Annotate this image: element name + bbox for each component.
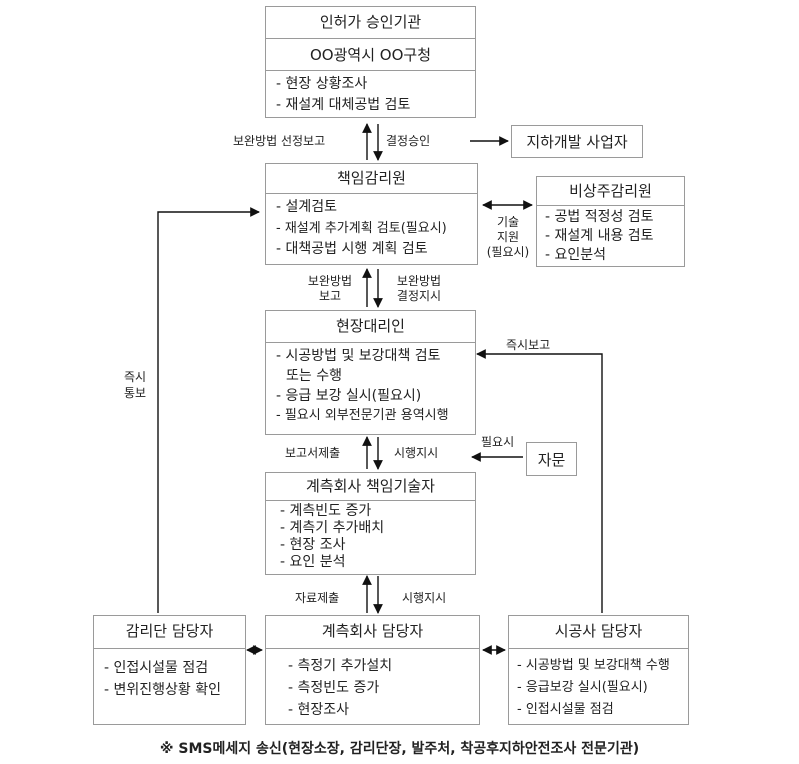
label-immediate-report: 즉시보고 xyxy=(506,338,551,352)
list-item: - 필요시 외부전문기관 용역시행 xyxy=(276,408,449,423)
site-agent-title: 현장대리인 xyxy=(266,311,475,343)
contractor-box: 시공사 담당자 - 시공방법 및 보강대책 수행 - 응급보강 실시(필요시) … xyxy=(508,615,689,725)
site-agent-box: 현장대리인 - 시공방법 및 보강대책 검토 또는 수행 - 응급 보강 실시(… xyxy=(265,310,476,435)
list-item: - 재설계 추가계획 검토(필요시) xyxy=(276,221,447,236)
label-immediate-notice: 즉시 통보 xyxy=(123,370,147,400)
list-item: - 응급보강 실시(필요시) xyxy=(517,680,648,695)
contractor-title: 시공사 담당자 xyxy=(509,616,688,649)
list-item: - 요인 분석 xyxy=(280,554,346,570)
emergency-supervisor-items: - 공법 적정성 검토 - 재설계 내용 검토 - 요인분석 xyxy=(537,206,684,267)
emergency-supervisor-box: 비상주감리원 - 공법 적정성 검토 - 재설계 내용 검토 - 요인분석 xyxy=(536,176,685,267)
label-report-submit: 보고서제출 xyxy=(285,446,341,460)
arrow-immediate-notice xyxy=(157,207,260,613)
authority-box: 인허가 승인기관 OO광역시 OO구청 - 현장 상황조사 - 재설계 대체공법… xyxy=(265,6,476,118)
supervision-team-title: 감리단 담당자 xyxy=(94,616,245,649)
label-alt-method-report: 보완방법 선정보고 xyxy=(233,134,326,148)
list-item: - 계측기 추가배치 xyxy=(280,520,385,536)
authority-title: 인허가 승인기관 xyxy=(266,7,475,39)
list-item: - 현장 상황조사 xyxy=(276,76,368,92)
authority-items: - 현장 상황조사 - 재설계 대체공법 검토 xyxy=(266,71,475,120)
sms-footnote: ※ SMS메세지 송신(현장소장, 감리단장, 발주처, 착공후지하안전조사 전… xyxy=(159,741,640,757)
emergency-supervisor-title: 비상주감리원 xyxy=(537,177,684,206)
list-item: - 설계검토 xyxy=(276,199,338,215)
list-item: - 측정기 추가설치 xyxy=(288,658,393,674)
advisory-title: 자문 xyxy=(537,450,566,469)
site-agent-items: - 시공방법 및 보강대책 검토 또는 수행 - 응급 보강 실시(필요시) -… xyxy=(266,343,475,430)
authority-subtitle: OO광역시 OO구청 xyxy=(266,39,475,71)
list-item: - 계측빈도 증가 xyxy=(280,503,372,519)
list-item: - 변위진행상황 확인 xyxy=(104,682,221,698)
measurement-staff-box: 계측회사 담당자 - 측정기 추가설치 - 측정빈도 증가 - 현장조사 xyxy=(265,615,480,725)
developer-box: 지하개발 사업자 xyxy=(511,125,643,158)
supervisor-box: 책임감리원 - 설계검토 - 재설계 추가계획 검토(필요시) - 대책공법 시… xyxy=(265,163,478,265)
list-item: - 대책공법 시행 계획 검토 xyxy=(276,241,428,257)
list-item: - 재설계 내용 검토 xyxy=(545,228,654,244)
list-item: - 요인분석 xyxy=(545,247,607,263)
supervisor-items: - 설계검토 - 재설계 추가계획 검토(필요시) - 대책공법 시행 계획 검… xyxy=(266,194,477,264)
contractor-items: - 시공방법 및 보강대책 수행 - 응급보강 실시(필요시) - 인접시설물 … xyxy=(509,649,688,727)
arrow-immediate-report xyxy=(476,349,603,613)
list-item: - 재설계 대체공법 검토 xyxy=(276,97,411,113)
developer-title: 지하개발 사업자 xyxy=(526,133,628,151)
label-final-approval: 결정승인 xyxy=(386,134,431,148)
measurement-chief-title: 계측회사 책임기술자 xyxy=(266,473,475,501)
label-exec-order-2: 시행지시 xyxy=(402,591,447,605)
measurement-chief-box: 계측회사 책임기술자 - 계측빈도 증가 - 계측기 추가배치 - 현장 조사 … xyxy=(265,472,476,575)
label-exec-order-1: 시행지시 xyxy=(394,446,439,460)
list-item: - 인접시설물 점검 xyxy=(104,660,209,676)
label-data-submit: 자료제출 xyxy=(295,591,340,605)
supervision-team-items: - 인접시설물 점검 - 변위진행상황 확인 xyxy=(94,649,245,705)
list-item: 또는 수행 xyxy=(286,368,342,384)
list-item: - 현장조사 xyxy=(288,702,350,718)
measurement-staff-items: - 측정기 추가설치 - 측정빈도 증가 - 현장조사 xyxy=(266,649,479,727)
label-alt-report-short: 보완방법 보고 xyxy=(307,274,353,303)
list-item: - 공법 적정성 검토 xyxy=(545,209,654,225)
label-tech-support: 기술 지원 (필요시) xyxy=(486,215,530,259)
label-alt-decision: 보완방법 결정지시 xyxy=(396,274,442,303)
measurement-chief-items: - 계측빈도 증가 - 계측기 추가배치 - 현장 조사 - 요인 분석 xyxy=(266,501,475,573)
list-item: - 시공방법 및 보강대책 수행 xyxy=(517,658,670,673)
supervision-team-box: 감리단 담당자 - 인접시설물 점검 - 변위진행상황 확인 xyxy=(93,615,246,725)
measurement-staff-title: 계측회사 담당자 xyxy=(266,616,479,649)
label-if-needed: 필요시 xyxy=(481,435,515,449)
list-item: - 시공방법 및 보강대책 검토 xyxy=(276,348,441,364)
list-item: - 인접시설물 점검 xyxy=(517,702,614,717)
advisory-box: 자문 xyxy=(526,442,577,476)
supervisor-title: 책임감리원 xyxy=(266,164,477,194)
list-item: - 현장 조사 xyxy=(280,537,346,553)
list-item: - 측정빈도 증가 xyxy=(288,680,380,696)
list-item: - 응급 보강 실시(필요시) xyxy=(276,388,422,404)
